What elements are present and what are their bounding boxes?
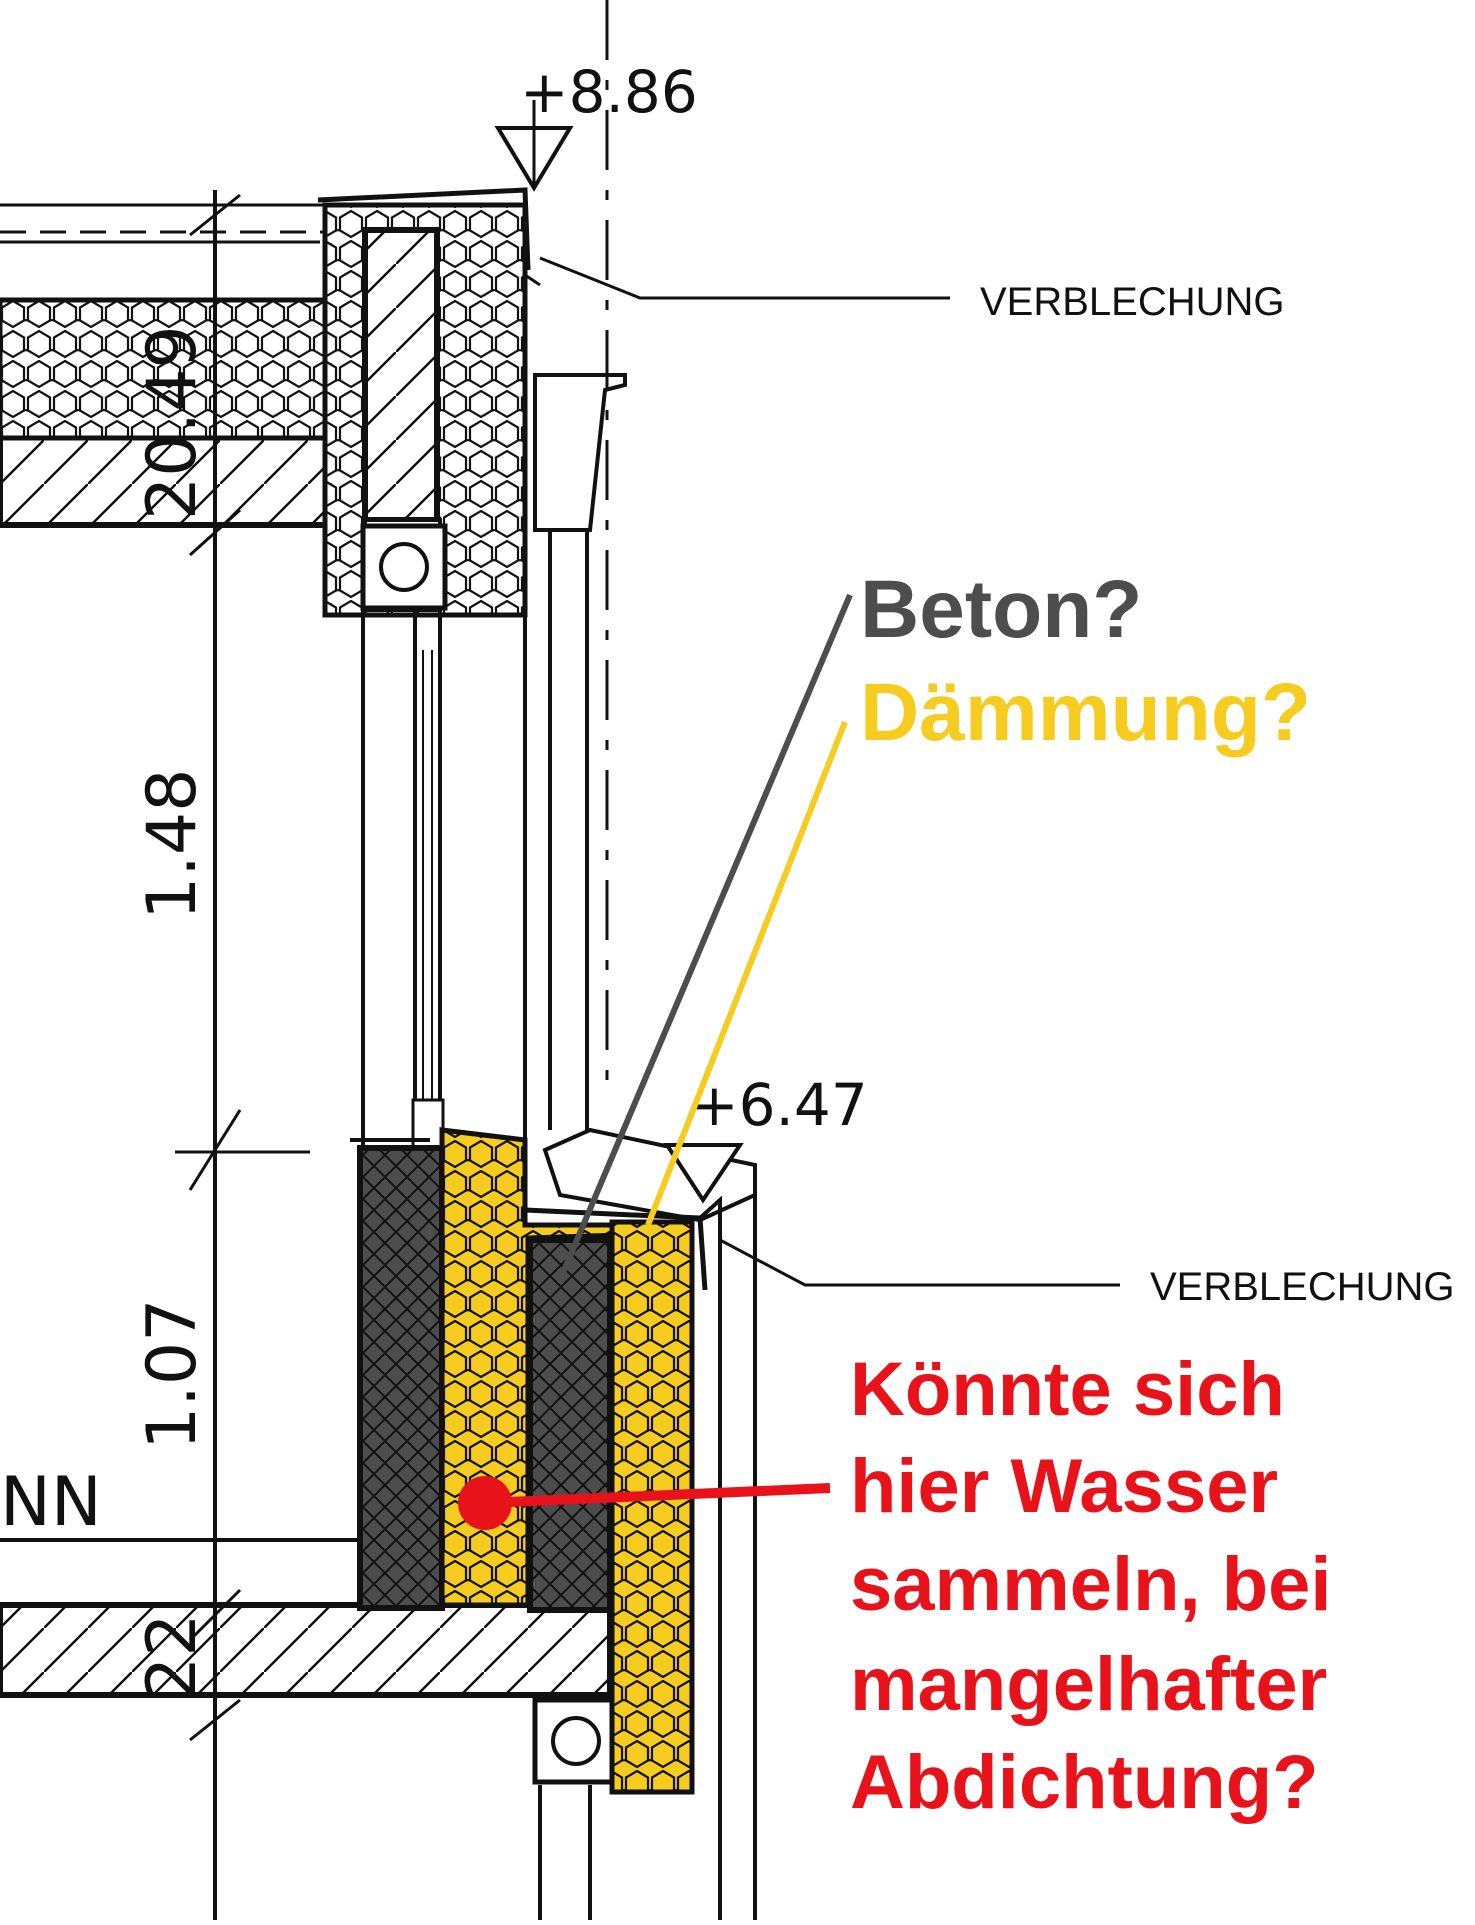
dimension-text-1: 20.49 [133, 325, 212, 520]
question-line-4: mangelhafter [850, 1642, 1327, 1727]
question-line-3: sammeln, bei [850, 1542, 1332, 1627]
beton-block-left [357, 1145, 445, 1611]
beton-annotation: Beton? [860, 564, 1142, 655]
nn-label: NN [0, 1463, 102, 1542]
question-annotation: Könnte sich hier Wasser sammeln, bei man… [850, 1347, 1332, 1825]
verblechung-leader-top [539, 256, 950, 300]
daemmung-leader [645, 720, 848, 1227]
verblechung-label-top: VERBLECHUNG [980, 280, 1285, 324]
elevation-bottom: +6.47 [690, 1071, 868, 1139]
dimension-text-4: 22 [133, 1613, 212, 1700]
elevation-top: +8.86 [520, 58, 698, 126]
verblechung-leader-bottom [719, 1238, 1120, 1287]
lower-floor-slab [0, 1538, 613, 1698]
question-line-1: Könnte sich [850, 1347, 1285, 1432]
question-line-2: hier Wasser [850, 1444, 1278, 1529]
question-line-5: Abdichtung? [850, 1740, 1319, 1825]
beton-block-right [527, 1237, 613, 1613]
daemmung-block-right [609, 1219, 695, 1795]
roller-box-lower [532, 1697, 620, 1785]
elevation-marker-bottom [663, 1143, 744, 1204]
question-leader [484, 1483, 831, 1508]
verblechung-label-bottom: VERBLECHUNG [1150, 1265, 1455, 1309]
elevation-marker-top [494, 100, 574, 192]
roller-box-upper [360, 523, 448, 611]
upper-window [350, 610, 527, 1165]
dimension-text-2: 1.48 [133, 769, 212, 920]
lower-parapet [357, 1127, 757, 1920]
dimension-line [175, 190, 310, 1920]
question-dot [458, 1476, 512, 1530]
daemmung-annotation: Dämmung? [860, 667, 1311, 758]
dimension-text-3: 1.07 [133, 1299, 212, 1450]
beton-leader [557, 593, 853, 1282]
